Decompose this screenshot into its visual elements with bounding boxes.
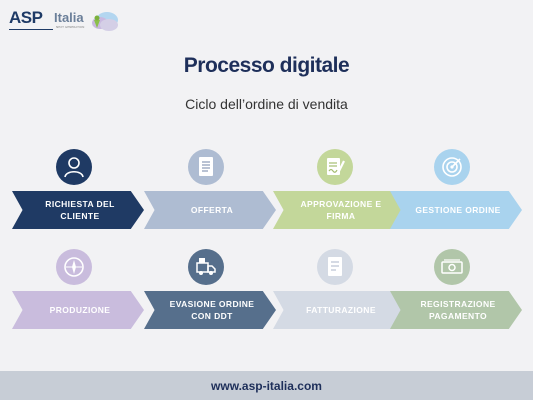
cloud-icon [92,12,118,31]
step-arrow: RICHIESTA DEL CLIENTE [12,191,144,229]
step-produzione: PRODUZIONE [12,249,144,329]
step-arrow: OFFERTA [144,191,276,229]
step-label: OFFERTA [190,205,234,215]
step-arrow: APPROVAZIONE E FIRMA [273,191,405,229]
step-richiesta-cliente: RICHIESTA DEL CLIENTE [12,149,144,229]
logo-italia-text: Italia [54,10,84,25]
step-label: FATTURAZIONE [306,305,376,315]
step-evasione-ordine: EVASIONE ORDINE CON DDT [144,249,276,329]
step-fatturazione: FATTURAZIONE [273,249,405,329]
step-arrow: FATTURAZIONE [273,291,405,329]
step-label: RICHIESTA DEL CLIENTE [45,199,115,221]
invoice-icon [328,257,342,276]
target-icon [442,157,462,177]
logo-asp-text: ASP [9,8,43,27]
step-label: EVASIONE ORDINE CON DDT [169,299,255,321]
step-badge [317,249,353,285]
step-offerta: OFFERTA [144,149,276,229]
user-icon [64,157,84,178]
step-badge [56,249,92,285]
step-badge [434,149,470,185]
step-registrazione-pagamento: REGISTRAZIONE PAGAMENTO [390,249,522,329]
step-badge [317,149,353,185]
banknote-icon [441,259,463,274]
step-label: PRODUZIONE [49,305,111,315]
step-arrow: PRODUZIONE [12,291,144,329]
signature-icon [327,158,345,175]
step-approvazione-firma: APPROVAZIONE E FIRMA [273,149,405,229]
step-badge [434,249,470,285]
compass-icon [64,257,84,277]
asp-italia-logo: ASP Italia NEXT GENERATION [9,8,119,34]
footer-bar: www.asp-italia.com [0,371,533,400]
step-badge [188,249,224,285]
step-badge [56,149,92,185]
footer-url[interactable]: www.asp-italia.com [211,378,322,393]
document-icon [199,157,213,176]
step-badge [188,149,224,185]
step-arrow: REGISTRAZIONE PAGAMENTO [390,291,522,329]
step-arrow: GESTIONE ORDINE [390,191,522,229]
delivery-truck-icon [196,258,216,275]
step-arrow: EVASIONE ORDINE CON DDT [144,291,276,329]
page-subtitle: Ciclo dell’ordine di vendita [185,96,348,112]
logo-tagline: NEXT GENERATION [56,25,85,29]
logo-underline [9,29,53,30]
step-gestione-ordine: GESTIONE ORDINE [390,149,522,229]
step-label: GESTIONE ORDINE [415,205,501,215]
step-label: APPROVAZIONE E FIRMA [300,199,382,221]
step-label: REGISTRAZIONE PAGAMENTO [420,299,496,321]
page-title: Processo digitale [183,54,350,77]
